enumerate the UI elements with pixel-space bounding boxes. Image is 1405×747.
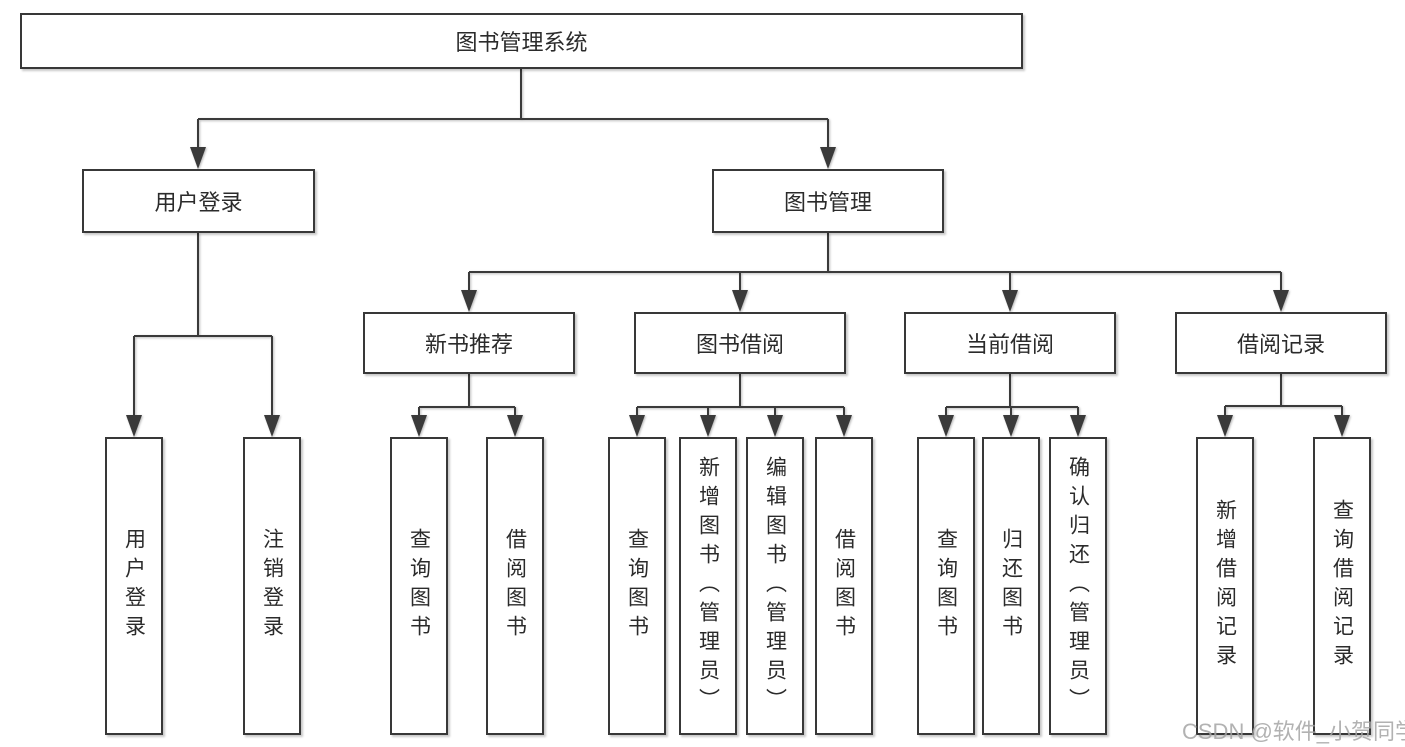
arrowhead-br-add-record [1217, 415, 1233, 437]
arrowhead-login [126, 415, 142, 437]
node-br-query-record: 查询借阅记录 [1313, 437, 1371, 735]
node-nb-borrow-books: 借阅图书 [486, 437, 544, 735]
arrowhead-user-login [190, 147, 206, 169]
node-cb-query-books: 查询图书 [917, 437, 975, 735]
node-cb-return-books: 归还图书 [982, 437, 1040, 735]
edge-new-book-recommend-branch [418, 374, 516, 416]
arrowhead-bb-add-books [700, 415, 716, 437]
arrowhead-bb-edit-books [767, 415, 783, 437]
arrowhead-bb-query-books [629, 415, 645, 437]
node-new-book-recommend: 新书推荐 [363, 312, 575, 374]
edge-borrow-records-branch [1224, 374, 1343, 416]
node-user-login: 用户登录 [82, 169, 315, 233]
edge-current-borrow-branch [945, 374, 1079, 416]
arrowhead-book-management [820, 147, 836, 169]
node-cb-confirm-return-admin: 确认归还（管理员） [1049, 437, 1107, 735]
csdn-watermark: CSDN @软件_小贺同学 [1182, 719, 1405, 744]
arrowhead-current-borrow [1002, 290, 1018, 312]
node-borrow-records: 借阅记录 [1175, 312, 1387, 374]
arrowhead-book-borrow [732, 290, 748, 312]
node-bb-edit-books-admin: 编辑图书（管理员） [746, 437, 804, 735]
node-book-management: 图书管理 [712, 169, 944, 233]
edge-book-management-branch [468, 233, 1282, 291]
arrowhead-nb-query-books [411, 415, 427, 437]
edge-root-trunk [197, 69, 829, 148]
node-book-borrow: 图书借阅 [634, 312, 846, 374]
node-root: 图书管理系统 [20, 13, 1023, 69]
arrowhead-cb-query-books [938, 415, 954, 437]
arrowhead-bb-borrow-books [836, 415, 852, 437]
node-logout: 注销登录 [243, 437, 301, 735]
arrowhead-logout [264, 415, 280, 437]
arrowhead-borrow-records [1273, 290, 1289, 312]
node-bb-add-books-admin: 新增图书（管理员） [679, 437, 737, 735]
node-nb-query-books: 查询图书 [390, 437, 448, 735]
arrowhead-new-book-recommend [461, 290, 477, 312]
node-current-borrow: 当前借阅 [904, 312, 1116, 374]
edge-user-login-branch [133, 233, 273, 416]
arrowhead-nb-borrow-books [507, 415, 523, 437]
node-bb-borrow-books: 借阅图书 [815, 437, 873, 735]
arrowhead-cb-return-books [1003, 415, 1019, 437]
edge-book-borrow-branch [636, 374, 845, 416]
node-login: 用户登录 [105, 437, 163, 735]
arrowhead-br-query-record [1334, 415, 1350, 437]
node-br-add-record: 新增借阅记录 [1196, 437, 1254, 735]
arrowhead-cb-confirm-return [1070, 415, 1086, 437]
node-bb-query-books: 查询图书 [608, 437, 666, 735]
